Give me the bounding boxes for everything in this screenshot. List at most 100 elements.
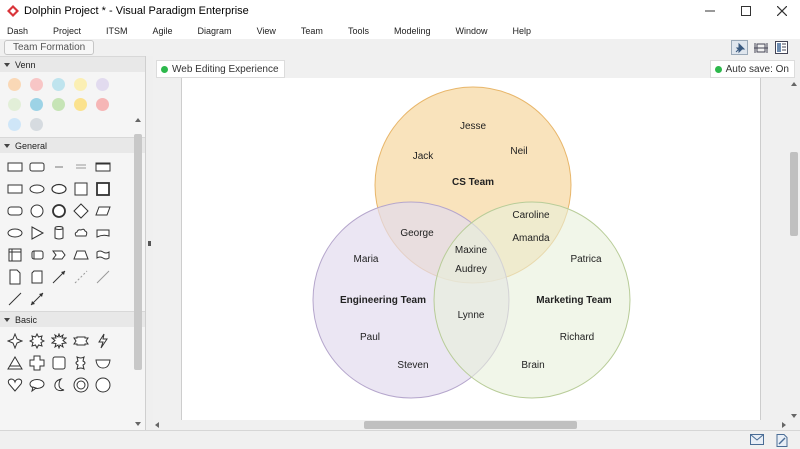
shape-plaque[interactable] [50, 355, 68, 371]
scroll-down-arrow[interactable] [791, 414, 797, 418]
shape-rectangle-2[interactable] [6, 181, 24, 197]
shape-moon[interactable] [50, 377, 68, 393]
scroll-right-arrow[interactable] [782, 422, 786, 428]
shape-star-4[interactable] [6, 333, 24, 349]
shape-rectangle[interactable] [6, 159, 24, 175]
shape-rounded-rect-2[interactable] [6, 203, 24, 219]
shape-parallelogram[interactable] [94, 203, 112, 219]
canvas-vertical-scrollbar[interactable] [788, 78, 800, 420]
menu-agile[interactable]: Agile [152, 25, 173, 36]
canvas-horizontal-scrollbar[interactable] [153, 420, 800, 430]
shape-ellipse[interactable] [28, 181, 46, 197]
horizontal-scroll-thumb[interactable] [364, 421, 577, 429]
shape-speech-bubble[interactable] [28, 377, 46, 393]
shape-flag[interactable] [94, 225, 112, 241]
shape-arrow-line[interactable] [50, 269, 68, 285]
menu-project[interactable]: Project [53, 25, 82, 36]
shape-triangle[interactable] [28, 225, 46, 241]
shape-thick-circle[interactable] [50, 203, 68, 219]
shape-frame[interactable] [94, 159, 112, 175]
menu-modeling[interactable]: Modeling [393, 25, 431, 36]
shape-note[interactable] [72, 159, 90, 175]
palette-scroll-up[interactable] [135, 118, 141, 122]
menu-help[interactable]: Help [512, 25, 532, 36]
shape-trapezoid[interactable] [72, 247, 90, 263]
shape-line[interactable] [94, 269, 112, 285]
shape-dashed-line[interactable] [72, 269, 90, 285]
maximize-button[interactable] [728, 0, 764, 22]
shape-cloud[interactable] [72, 225, 90, 241]
venn-circle-marketing-team[interactable] [433, 201, 631, 399]
shape-diagonal-line[interactable] [6, 291, 24, 307]
shape-circle[interactable] [28, 203, 46, 219]
shape-thick-square[interactable] [94, 181, 112, 197]
menu-tools[interactable]: Tools [347, 25, 369, 36]
shape-document[interactable] [6, 269, 24, 285]
minimize-button[interactable] [692, 0, 728, 22]
shape-triangle-basic[interactable] [6, 355, 24, 371]
shape-ellipse-2[interactable] [50, 181, 68, 197]
palette-section-basic[interactable]: Basic [0, 311, 145, 327]
shape-square[interactable] [72, 181, 90, 197]
shape-table[interactable] [6, 247, 24, 263]
shape-burst[interactable] [72, 355, 90, 371]
shape-heart[interactable] [6, 377, 24, 393]
shape-lightning[interactable] [94, 333, 112, 349]
fit-width-button[interactable] [752, 40, 769, 55]
palette-section-venn[interactable]: Venn [0, 56, 145, 72]
palette-section-general[interactable]: General [0, 137, 145, 153]
auto-save-badge[interactable]: Auto save: On [709, 60, 795, 78]
shape-wave[interactable] [94, 247, 112, 263]
panel-splitter[interactable] [146, 56, 153, 430]
shape-cross[interactable] [28, 355, 46, 371]
shape-cylinder[interactable] [50, 225, 68, 241]
pin-button[interactable] [731, 40, 748, 55]
menu-view[interactable]: View [256, 25, 276, 36]
venn-color-swatch[interactable] [96, 78, 109, 91]
venn-color-swatch[interactable] [52, 78, 65, 91]
menu-itsm[interactable]: ITSM [106, 25, 128, 36]
member-richard: Richard [560, 332, 594, 343]
menu-window[interactable]: Window [455, 25, 488, 36]
venn-color-swatch[interactable] [74, 78, 87, 91]
shape-half-moon[interactable] [94, 355, 112, 371]
venn-color-swatch[interactable] [8, 98, 21, 111]
shape-oval[interactable] [6, 225, 24, 241]
close-button[interactable] [764, 0, 800, 22]
venn-color-swatch[interactable] [8, 118, 21, 131]
shape-star-12[interactable] [50, 333, 68, 349]
venn-color-swatch[interactable] [52, 98, 65, 111]
palette-scrollbar[interactable] [134, 134, 142, 370]
shape-double-arrow-line[interactable] [28, 291, 46, 307]
venn-color-swatch[interactable] [74, 98, 87, 111]
venn-color-swatch[interactable] [30, 118, 43, 131]
shape-banner[interactable] [72, 333, 90, 349]
document-edit-icon[interactable] [776, 434, 788, 447]
breadcrumb[interactable]: Team Formation [4, 40, 95, 55]
web-editing-badge[interactable]: Web Editing Experience [156, 60, 285, 78]
shape-circle-basic[interactable] [94, 377, 112, 393]
vertical-scroll-thumb[interactable] [790, 152, 798, 236]
shape-diamond[interactable] [72, 203, 90, 219]
shape-star-8[interactable] [28, 333, 46, 349]
layout-button[interactable] [773, 40, 790, 55]
scroll-left-arrow[interactable] [155, 422, 159, 428]
venn-diagram[interactable]: CS Team Engineering Team Marketing Team … [182, 78, 762, 420]
shape-card[interactable] [28, 269, 46, 285]
menu-diagram[interactable]: Diagram [197, 25, 232, 36]
scroll-up-arrow[interactable] [791, 82, 797, 86]
shape-rounded-rectangle[interactable] [28, 159, 46, 175]
mail-icon[interactable] [750, 434, 764, 445]
shape-text[interactable] [50, 159, 68, 175]
shape-chevron[interactable] [50, 247, 68, 263]
venn-color-swatch[interactable] [30, 78, 43, 91]
menu-dash[interactable]: Dash [7, 25, 29, 36]
venn-color-swatch[interactable] [96, 98, 109, 111]
venn-color-swatch[interactable] [30, 98, 43, 111]
diagram-page[interactable]: CS Team Engineering Team Marketing Team … [181, 78, 761, 420]
venn-color-swatch[interactable] [8, 78, 21, 91]
shape-donut[interactable] [72, 377, 90, 393]
palette-scroll-down[interactable] [135, 422, 141, 426]
menu-team[interactable]: Team [300, 25, 323, 36]
shape-drum[interactable] [28, 247, 46, 263]
